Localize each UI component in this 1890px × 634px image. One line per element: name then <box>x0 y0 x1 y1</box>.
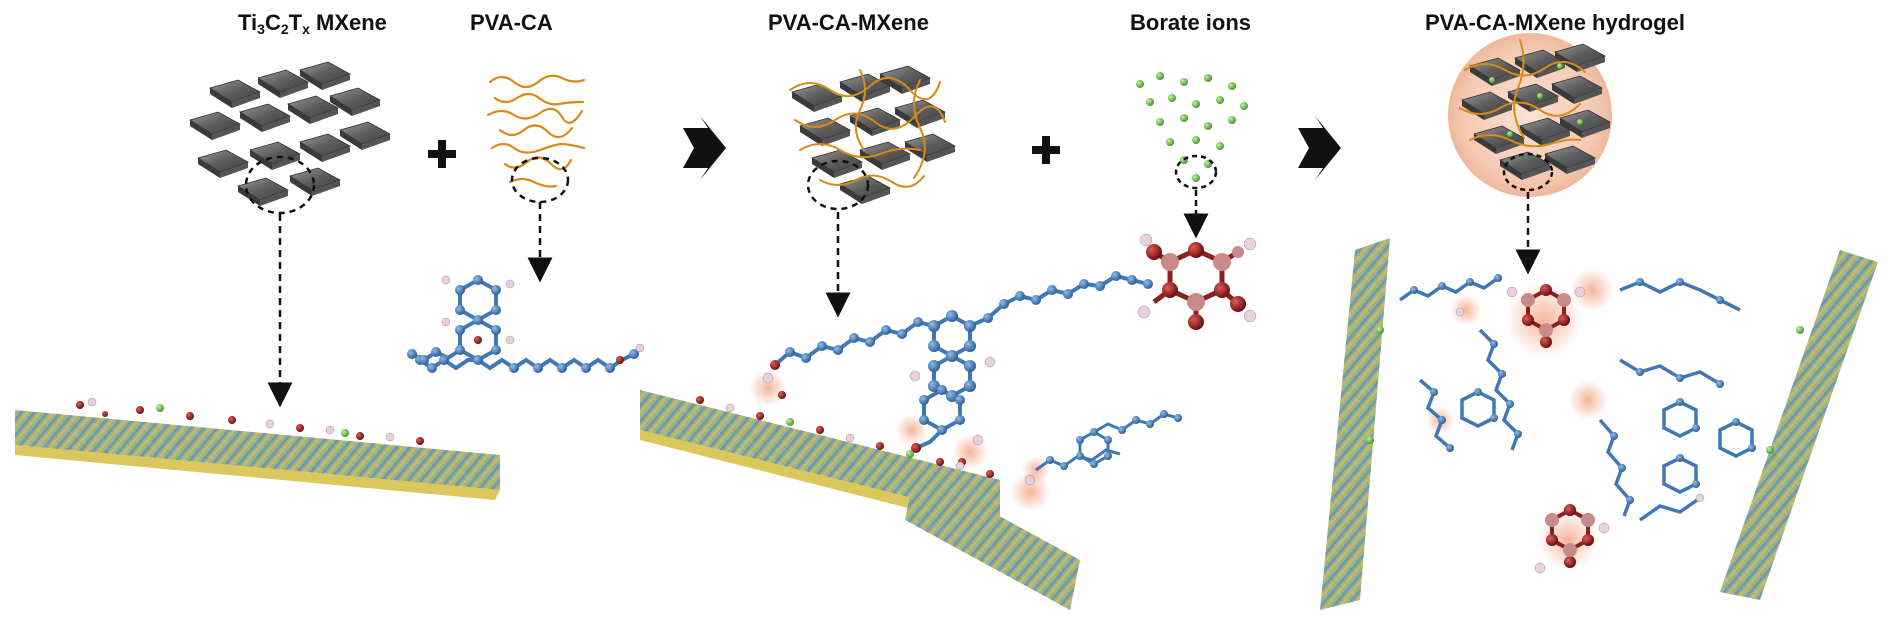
dashed-circle-icon <box>1174 154 1218 190</box>
label-pva-ca-mxene: PVA-CA-MXene <box>768 10 929 35</box>
borate-molecule <box>1137 233 1257 330</box>
mxene-slab-1 <box>15 397 500 500</box>
borate-ions-cloud <box>1136 72 1248 182</box>
hydrogel-flakes <box>1459 39 1611 181</box>
pva-ca-mxene-molecule-2 <box>1022 410 1182 484</box>
label-pva-ca: PVA-CA <box>470 10 553 35</box>
right-arrow-icon <box>1298 116 1341 180</box>
dashed-circle-icon <box>806 159 870 211</box>
pva-ca-mxene-flakes <box>789 65 956 205</box>
label-borate-ions: Borate ions <box>1130 10 1252 35</box>
label-hydrogel: PVA-CA-MXene hydrogel <box>1425 10 1685 35</box>
label-mxene: Ti3C2Tx MXene <box>238 10 387 37</box>
dashed-circle-icon <box>1502 152 1554 192</box>
pva-ca-mxene-molecule <box>750 271 1153 512</box>
right-arrow-icon <box>683 116 726 180</box>
dashed-circle-icon <box>244 155 316 215</box>
dashed-circle-icon <box>510 156 570 204</box>
plus-icon <box>1032 136 1060 164</box>
pva-ca-molecule <box>407 275 645 373</box>
mxene-slab-2 <box>640 390 1080 610</box>
hydrogel-network <box>1320 238 1878 610</box>
plus-icon <box>428 140 456 168</box>
mxene-flakes <box>189 61 391 207</box>
pva-ca-polymers <box>486 74 586 188</box>
